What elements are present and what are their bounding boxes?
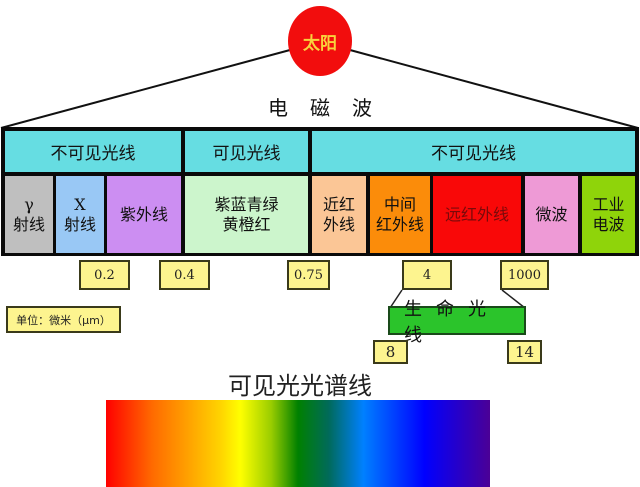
life-light-box: 生命光线 — [388, 299, 526, 346]
band-label-line2: 射线 — [12, 214, 45, 234]
boundary-0-2: 0.2 — [79, 260, 130, 290]
band-label-line2: 射线 — [63, 214, 96, 234]
band-label-line2: 电波 — [592, 214, 625, 234]
band-label-line1: 工业 — [592, 194, 625, 214]
band-mid-infrared: 中间红外线 — [370, 176, 430, 253]
category-invisible-short: 不可见光线 — [5, 131, 181, 172]
electromagnetic-wave-title: 电磁波 — [268, 96, 394, 120]
band-label-line1: 远红外线 — [444, 204, 509, 224]
band-near-infrared: 近红外线 — [312, 176, 366, 253]
band-far-infrared: 远红外线 — [433, 176, 521, 253]
sun-label: 太阳 — [303, 33, 337, 54]
band-ultraviolet: 紫外线 — [107, 176, 181, 253]
band-industrial-radio: 工业电波 — [582, 176, 635, 253]
life-light-start: 8 — [373, 340, 408, 364]
unit-label: 单位：微米（μm） — [6, 306, 121, 333]
band-label-line2: 红外线 — [375, 214, 424, 234]
band-label-line1: γ — [24, 194, 34, 214]
band-label-line1: 微波 — [535, 204, 568, 224]
band-label-line1: 近红 — [322, 194, 355, 214]
band-label-line2: 黄橙红 — [222, 214, 271, 234]
boundary-4: 4 — [402, 260, 452, 290]
category-invisible-long: 不可见光线 — [312, 131, 635, 172]
boundary-0-4: 0.4 — [159, 260, 210, 290]
band-label-line1: 紫蓝青绿 — [214, 194, 279, 214]
boundary-1000: 1000 — [500, 260, 549, 290]
band-visible: 紫蓝青绿黄橙红 — [185, 176, 308, 253]
category-visible: 可见光线 — [185, 131, 308, 172]
visible-spectrum-bar — [106, 400, 490, 487]
band-label-line2: 外线 — [322, 214, 355, 234]
band-label-line1: 中间 — [383, 194, 416, 214]
boundary-0-75: 0.75 — [287, 260, 330, 290]
life-light-connector-lines — [389, 289, 526, 309]
band-microwave: 微波 — [525, 176, 578, 253]
em-roof-lines — [0, 49, 639, 129]
sun-circle: 太阳 — [288, 6, 352, 76]
life-light-end: 14 — [507, 340, 542, 364]
band-label-line1: X — [74, 194, 86, 214]
band-label-line1: 紫外线 — [119, 204, 168, 224]
visible-spectrum-title: 可见光光谱线 — [228, 372, 372, 400]
